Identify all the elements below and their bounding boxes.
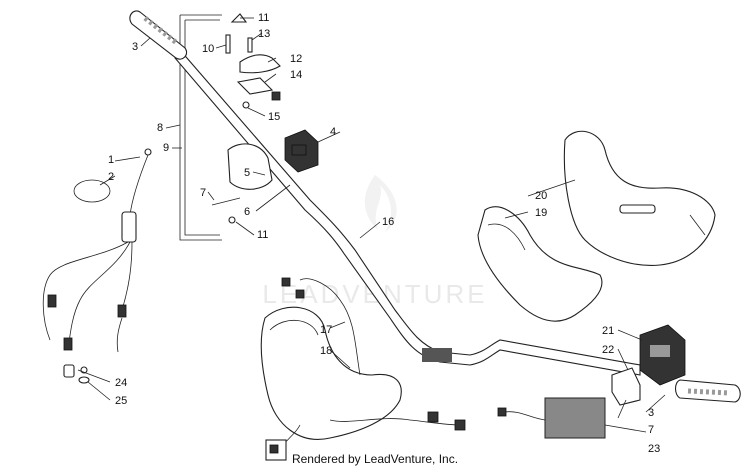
callout-4: 4	[330, 126, 336, 138]
callout-3-top: 3	[132, 41, 138, 53]
callout-1: 1	[108, 154, 114, 166]
left-cover	[260, 277, 466, 461]
right-control-housing	[611, 324, 686, 406]
callout-6: 6	[244, 206, 250, 218]
callout-10: 10	[202, 43, 214, 55]
callout-3-right: 3	[648, 407, 654, 419]
cable-frame	[179, 14, 222, 241]
clip-ring	[73, 179, 111, 203]
callout-8: 8	[157, 122, 163, 134]
heater-pad	[497, 397, 606, 439]
hand-warmer-shell	[477, 206, 603, 322]
render-credit: Rendered by LeadVenture, Inc.	[292, 452, 458, 466]
callout-2: 2	[108, 171, 114, 183]
callout-23: 23	[648, 443, 660, 455]
callout-7-left: 7	[200, 187, 206, 199]
hand-guard	[563, 130, 716, 266]
callout-21: 21	[602, 325, 614, 337]
callout-7-right: 7	[648, 424, 654, 436]
callout-15: 15	[268, 111, 280, 123]
callout-5: 5	[244, 167, 250, 179]
screw-right	[617, 399, 627, 419]
fastener-set	[63, 364, 90, 384]
callout-14: 14	[290, 69, 302, 81]
callout-12: 12	[290, 53, 302, 65]
callout-11-top: 11	[258, 12, 269, 24]
leader-lines	[77, 17, 666, 433]
callout-labels: 1 2 3 3 4 5 6 7 7 8 9 10 11 11 12 13 14 …	[108, 12, 660, 455]
callout-11-bottom: 11	[257, 229, 268, 241]
callout-9: 9	[163, 142, 169, 154]
callout-13: 13	[258, 28, 270, 40]
callout-22: 22	[602, 344, 614, 356]
callout-18: 18	[320, 345, 332, 357]
callout-25: 25	[115, 395, 127, 407]
callout-20: 20	[535, 190, 547, 202]
handlebar-tape	[422, 348, 452, 362]
callout-17: 17	[320, 324, 332, 336]
callout-19: 19	[535, 207, 547, 219]
callout-16: 16	[382, 216, 394, 228]
callout-24: 24	[115, 377, 127, 389]
grip-left	[129, 10, 188, 60]
switch-housing	[211, 129, 319, 224]
sensor-cable	[42, 148, 152, 353]
watermark-logo	[364, 175, 397, 232]
throttle-assembly	[225, 13, 281, 109]
grip-right	[674, 379, 741, 403]
